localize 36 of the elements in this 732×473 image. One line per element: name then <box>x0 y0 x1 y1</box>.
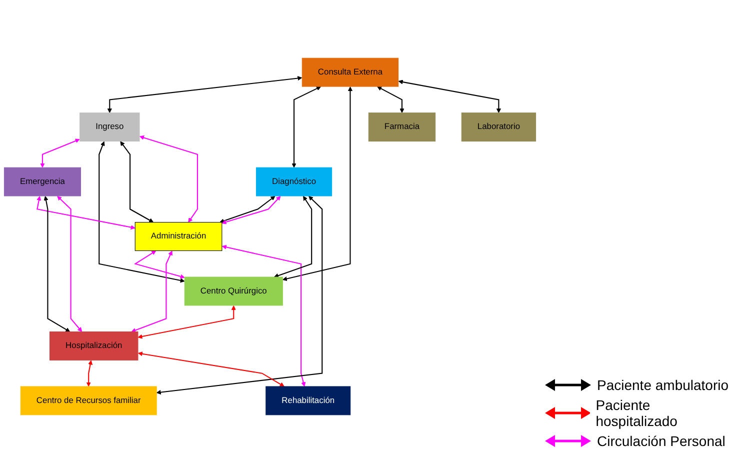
node-box: Hospitalización <box>50 331 138 360</box>
arrow <box>120 141 154 222</box>
arrow <box>274 196 312 278</box>
arrow <box>57 196 82 332</box>
arrow <box>107 76 302 114</box>
arrow <box>138 305 236 339</box>
node-box: Emergencia <box>4 167 81 196</box>
arrow <box>40 138 80 168</box>
arrow <box>131 250 172 332</box>
arrow <box>220 196 276 224</box>
node-box: Ingreso <box>80 112 140 142</box>
arrow <box>156 196 323 395</box>
legend-label: Paciente hospitalizado <box>596 397 678 429</box>
arrow <box>134 250 185 279</box>
legend-label: Circulación Personal <box>597 433 726 449</box>
node-box: Diagnóstico <box>256 167 332 196</box>
arrow <box>138 352 284 387</box>
arrow <box>282 86 353 282</box>
node-box: Centro Quirúrgico <box>184 276 283 306</box>
node-box: Centro de Recursos familiar <box>20 386 157 416</box>
arrow <box>292 86 322 168</box>
arrow <box>44 196 70 332</box>
node-box: Administración <box>134 222 222 251</box>
node-box: Farmacia <box>368 112 436 142</box>
arrow <box>398 80 502 114</box>
arrow <box>98 141 185 283</box>
arrow <box>377 86 404 114</box>
arrow <box>36 196 136 230</box>
node-box: Laboratorio <box>461 112 536 142</box>
node-box: Consulta Externa <box>302 58 399 87</box>
arrow <box>139 135 198 222</box>
node-box: Rehabilitación <box>266 386 351 416</box>
arrow <box>86 360 93 387</box>
legend-label: Paciente ambulatorio <box>597 377 729 393</box>
arrow <box>222 244 306 387</box>
arrow <box>222 196 281 224</box>
